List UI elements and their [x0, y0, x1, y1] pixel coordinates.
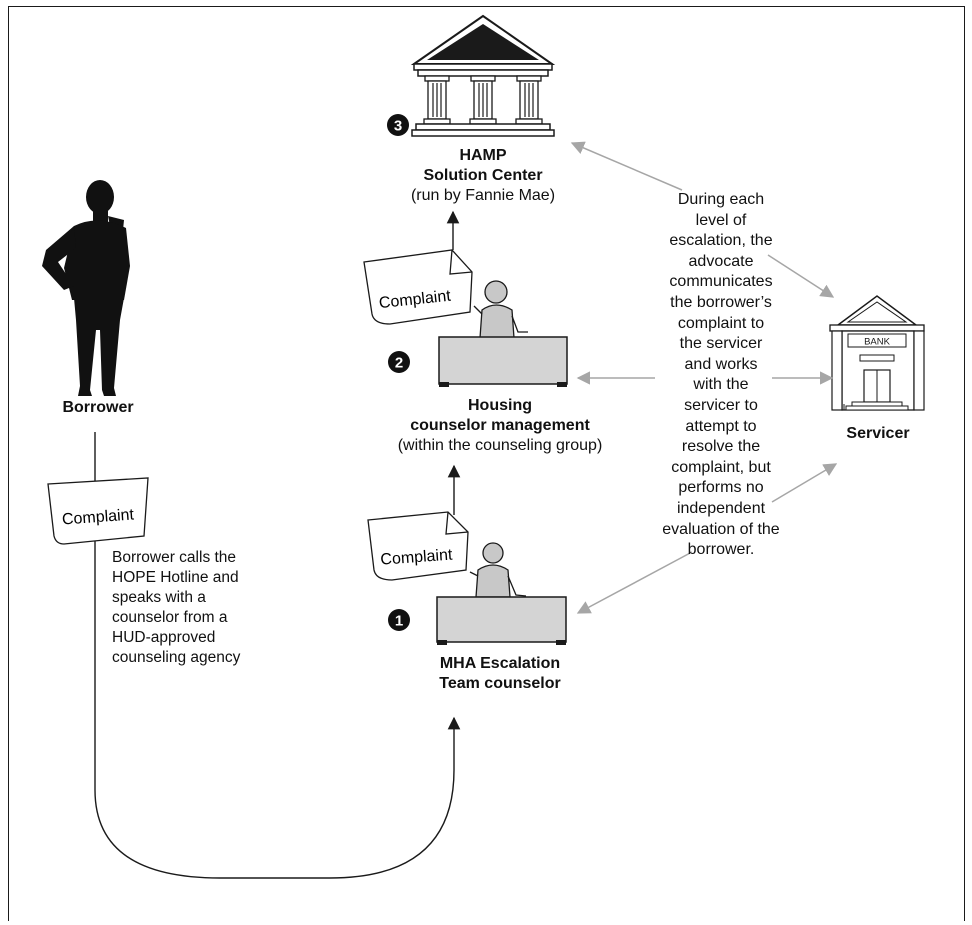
level2-subtitle: (within the counseling group) — [397, 437, 603, 454]
level1-number-badge: 1 — [388, 609, 410, 631]
level1-counselor-icon — [469, 542, 527, 598]
advocate-description: During each level of escalation, the adv… — [662, 191, 780, 559]
level2-title-line2: counselor management — [410, 417, 590, 434]
level3-title: HAMP — [459, 147, 507, 164]
arrow-to-servicer-upper — [767, 254, 835, 298]
level1-desk-icon — [436, 596, 567, 645]
level3-subtitle: (run by Fannie Mae) — [410, 187, 556, 204]
level2-desk-icon — [438, 336, 568, 387]
svg-text:3: 3 — [394, 118, 402, 135]
level2-number-badge: 2 — [388, 351, 410, 373]
level2-counselor-icon — [473, 280, 528, 339]
borrower-note: Borrower calls the HOPE Hotline and spea… — [112, 549, 241, 666]
borrower-complaint-document-icon: Complaint — [47, 477, 149, 545]
level1-complaint-text: Complaint — [380, 547, 454, 569]
advocate-communication-arrows — [570, 141, 838, 614]
level1-complaint-document-icon: Complaint — [367, 511, 469, 581]
level1-label: MHA Escalation Team counselor — [400, 654, 600, 694]
bank-sign-text: BANK — [864, 337, 891, 348]
svg-text:2: 2 — [395, 355, 403, 372]
level3-number-badge: 3 — [387, 114, 409, 136]
level2-complaint-document-icon: Complaint — [363, 249, 473, 325]
diagram-frame — [8, 6, 965, 921]
hamp-building-icon — [410, 14, 556, 137]
borrower-silhouette-icon — [42, 180, 130, 396]
level2-title: Housing — [468, 397, 532, 414]
arrow-to-hamp — [570, 141, 683, 191]
borrower-label: Borrower — [62, 399, 134, 416]
level1-title: MHA Escalation — [439, 655, 561, 672]
arrow-to-servicer-lower — [771, 463, 838, 503]
level2-label: Housing counselor management (within the… — [350, 396, 650, 456]
level1-title-line2: Team counselor — [439, 675, 561, 692]
level3-title-line2: Solution Center — [423, 167, 543, 184]
servicer-label: Servicer — [846, 425, 910, 442]
level3-label: HAMP Solution Center (run by Fannie Mae) — [350, 146, 616, 206]
svg-text:1: 1 — [395, 613, 403, 630]
bank-building-icon: BANK — [829, 295, 925, 411]
borrower-loop-connector — [94, 432, 461, 879]
borrower-complaint-text: Complaint — [61, 506, 135, 528]
arrow-to-level1 — [576, 551, 693, 614]
